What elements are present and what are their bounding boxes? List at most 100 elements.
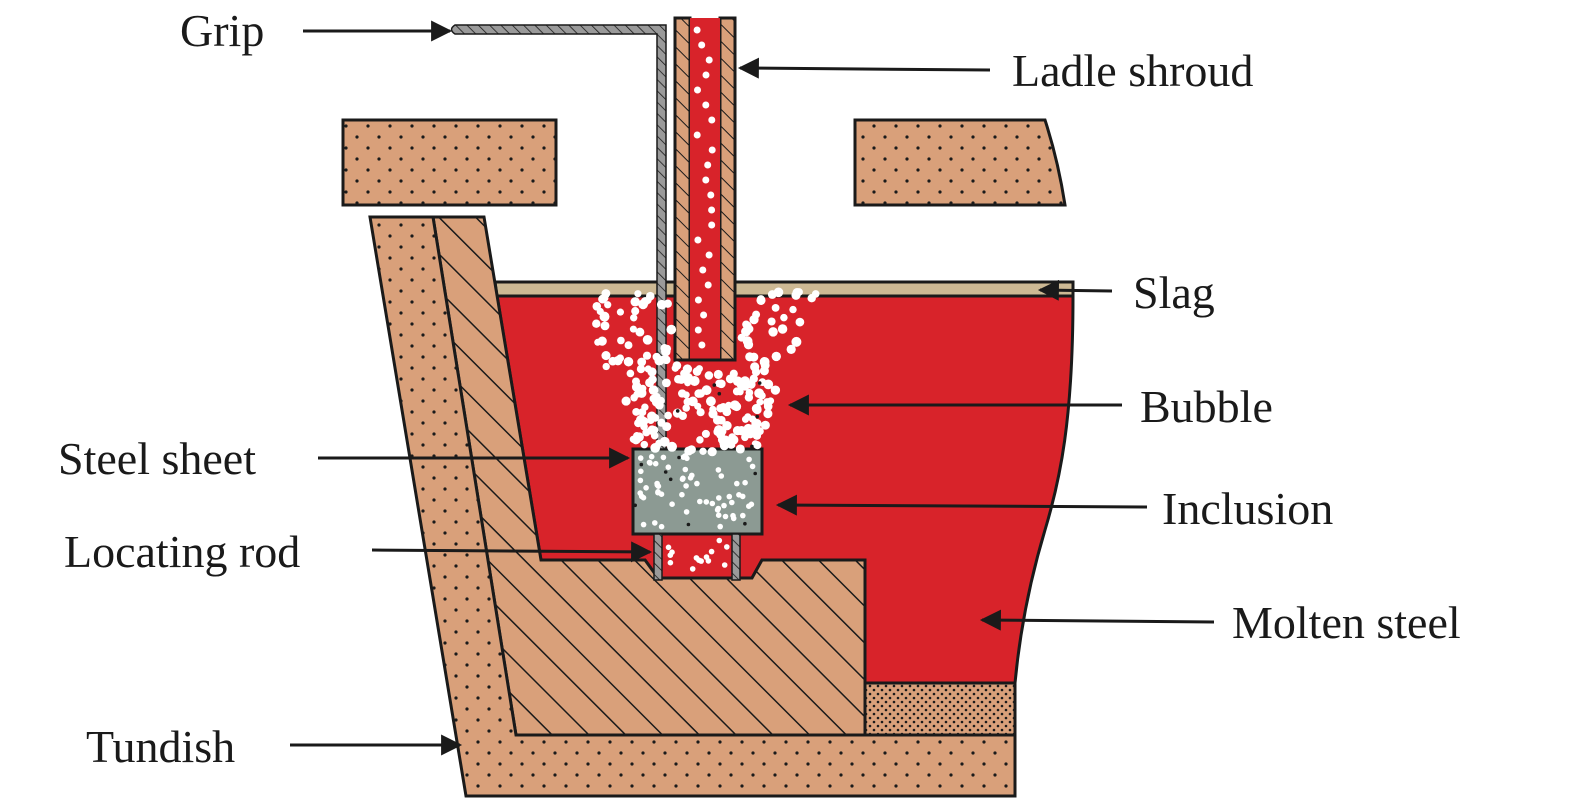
- bubble: [676, 375, 686, 384]
- bubble: [667, 552, 674, 558]
- bubble: [701, 429, 710, 438]
- bubble: [634, 290, 642, 298]
- bubble: [637, 455, 644, 461]
- bubble: [759, 356, 770, 367]
- bubble: [735, 444, 745, 454]
- bubble: [709, 500, 716, 507]
- bubble: [704, 371, 714, 380]
- bubble: [741, 428, 750, 437]
- bubble: [789, 305, 797, 314]
- bubble: [671, 364, 679, 372]
- bubble: [640, 521, 647, 528]
- bubble: [679, 491, 685, 498]
- bubble: [667, 559, 674, 566]
- bubble: [663, 299, 672, 308]
- bubble: [740, 512, 746, 519]
- inclusion-particle: [743, 521, 747, 526]
- bubble: [773, 287, 784, 298]
- bubble: [661, 378, 671, 388]
- bubble: [694, 326, 702, 334]
- bubble: [722, 513, 729, 520]
- bubble: [704, 161, 712, 169]
- bubble: [680, 454, 687, 461]
- bubble: [592, 319, 601, 328]
- bubble: [807, 293, 816, 303]
- bubble: [791, 290, 801, 300]
- bubble: [729, 499, 735, 506]
- bubble: [597, 336, 607, 346]
- bubble: [707, 447, 717, 457]
- bubble: [729, 369, 738, 378]
- inclusion-particle: [633, 503, 637, 508]
- bubble: [716, 537, 723, 544]
- bubble: [724, 544, 730, 550]
- bubble: [659, 355, 668, 364]
- bubble: [750, 362, 760, 372]
- bubble: [756, 295, 765, 304]
- bubble: [650, 426, 659, 434]
- bubble: [715, 467, 722, 473]
- bubble: [652, 460, 659, 467]
- bubble: [682, 364, 693, 374]
- bubble: [648, 385, 659, 396]
- bubble: [663, 344, 672, 353]
- bubble: [616, 308, 624, 316]
- bubble: [708, 146, 716, 154]
- bubble: [647, 411, 657, 421]
- bubble: [621, 396, 631, 406]
- bubble: [642, 351, 652, 360]
- bubble: [702, 176, 710, 184]
- bubble: [744, 393, 754, 402]
- locating-rod-left: [653, 533, 663, 581]
- bubble: [718, 473, 725, 479]
- bubble: [722, 407, 732, 417]
- bubble: [696, 408, 705, 417]
- bubble: [647, 367, 657, 377]
- bubble: [716, 495, 722, 501]
- bubble: [636, 364, 646, 374]
- bubble: [637, 357, 647, 367]
- bubble: [698, 41, 706, 49]
- bubble: [623, 356, 634, 367]
- bubble: [699, 266, 707, 274]
- bubble: [630, 393, 638, 402]
- bubble: [752, 405, 762, 415]
- bubble: [726, 493, 733, 500]
- bubble: [708, 206, 716, 214]
- bubble: [604, 301, 612, 309]
- bubble: [744, 413, 752, 421]
- bubble: [650, 443, 661, 453]
- bubble: [659, 436, 670, 447]
- bubble: [771, 303, 780, 312]
- bubble: [736, 492, 742, 498]
- bubble: [768, 327, 778, 337]
- inclusion-particle: [755, 414, 759, 419]
- bubble: [634, 432, 644, 442]
- bubble: [721, 502, 727, 509]
- bubble: [683, 509, 690, 515]
- inclusion-particle: [757, 381, 762, 385]
- bubble: [679, 476, 686, 483]
- inclusion-particle: [686, 522, 691, 527]
- bubble: [678, 389, 687, 398]
- bubble: [658, 523, 665, 530]
- label-steel-sheet: Steel sheet: [58, 433, 256, 484]
- bubble: [630, 297, 640, 307]
- bubble: [693, 26, 701, 34]
- bubble: [758, 391, 766, 400]
- inclusion-particle: [753, 471, 757, 476]
- bubble: [666, 324, 677, 335]
- bubble: [708, 548, 715, 555]
- label-inclusion: Inclusion: [1162, 483, 1333, 534]
- bubble: [601, 351, 611, 361]
- bubble: [624, 341, 633, 350]
- ladle-shroud-arrow: [737, 57, 991, 79]
- bubble: [652, 352, 661, 361]
- bubble: [696, 436, 704, 444]
- bubble: [749, 463, 756, 470]
- bubble: [705, 251, 713, 259]
- inclusion-dots: [633, 381, 762, 527]
- bubble: [667, 441, 677, 452]
- bubble: [707, 191, 715, 199]
- bubble: [664, 411, 672, 420]
